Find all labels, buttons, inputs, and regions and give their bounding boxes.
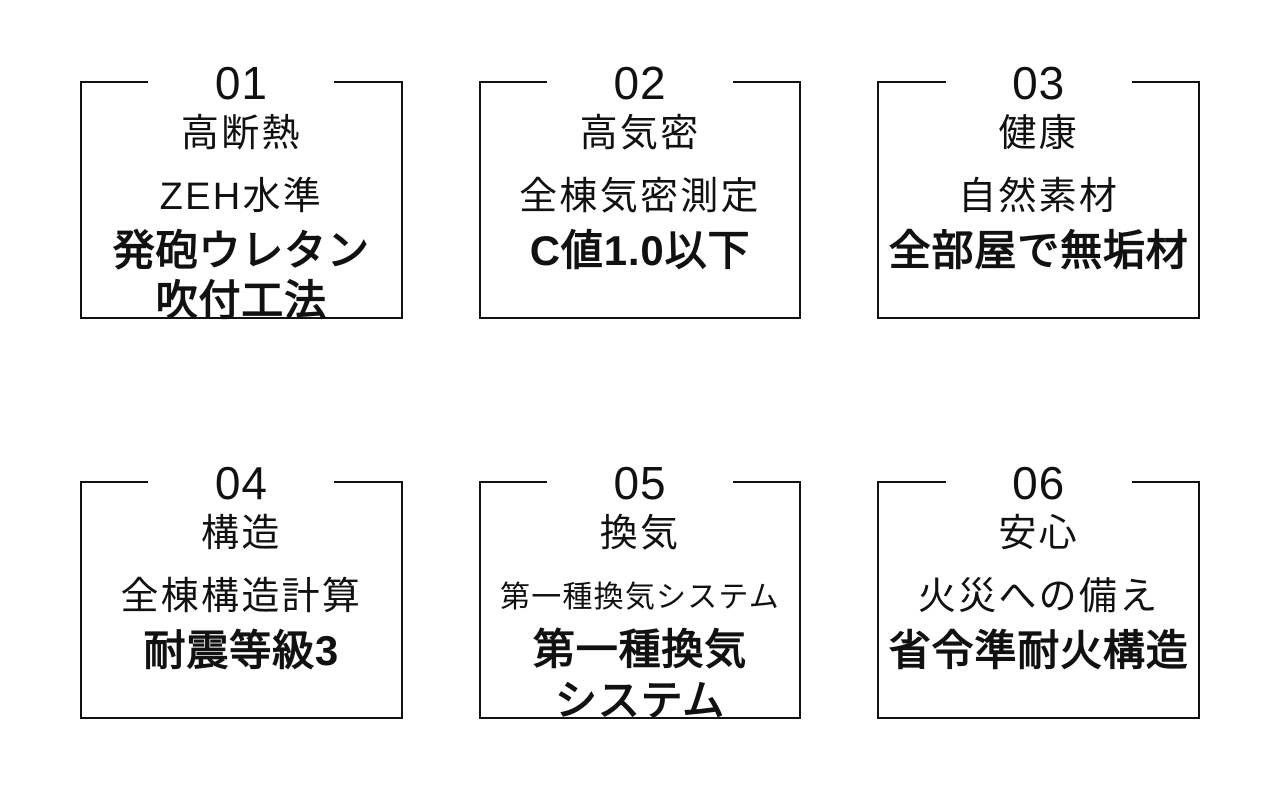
card-category: 高断熱 — [180, 113, 302, 155]
card-number: 02 — [546, 60, 733, 106]
card-subtitle: 第一種換気システム — [500, 581, 780, 615]
card-subtitle: 火災への備え — [917, 576, 1160, 619]
card-title: 全部屋で無垢材 — [888, 226, 1189, 274]
card-subtitle: ZEH水準 — [159, 176, 324, 219]
feature-card: 03 健康 自然素材 全部屋で無垢材 — [877, 60, 1200, 319]
card-number: 01 — [148, 60, 335, 106]
card-title: 第一種換気 システム — [532, 626, 748, 724]
card-title: C値1.0以下 — [529, 226, 751, 274]
card-number: 04 — [148, 460, 335, 506]
card-category: 高気密 — [579, 113, 701, 155]
card-title: 発砲ウレタン 吹付工法 — [112, 226, 370, 324]
card-subtitle: 自然素材 — [958, 176, 1120, 219]
card-category: 健康 — [998, 113, 1079, 155]
card-subtitle: 全棟構造計算 — [120, 576, 363, 619]
card-title: 耐震等級3 — [143, 626, 340, 674]
feature-card: 05 換気 第一種換気システム 第一種換気 システム — [478, 460, 802, 724]
card-category: 安心 — [998, 513, 1079, 555]
feature-card: 06 安心 火災への備え 省令準耐火構造 — [877, 460, 1200, 719]
feature-card: 01 高断熱 ZEH水準 発砲ウレタン 吹付工法 — [80, 60, 403, 324]
feature-card: 04 構造 全棟構造計算 耐震等級3 — [80, 460, 403, 719]
card-category: 構造 — [201, 513, 282, 555]
card-title: 省令準耐火構造 — [888, 626, 1189, 674]
card-number: 03 — [945, 60, 1132, 106]
card-category: 換気 — [599, 513, 681, 555]
feature-card: 02 高気密 全棟気密測定 C値1.0以下 — [478, 60, 802, 319]
card-number: 06 — [945, 460, 1132, 506]
card-subtitle: 全棟気密測定 — [519, 176, 761, 219]
card-number: 05 — [546, 460, 733, 506]
